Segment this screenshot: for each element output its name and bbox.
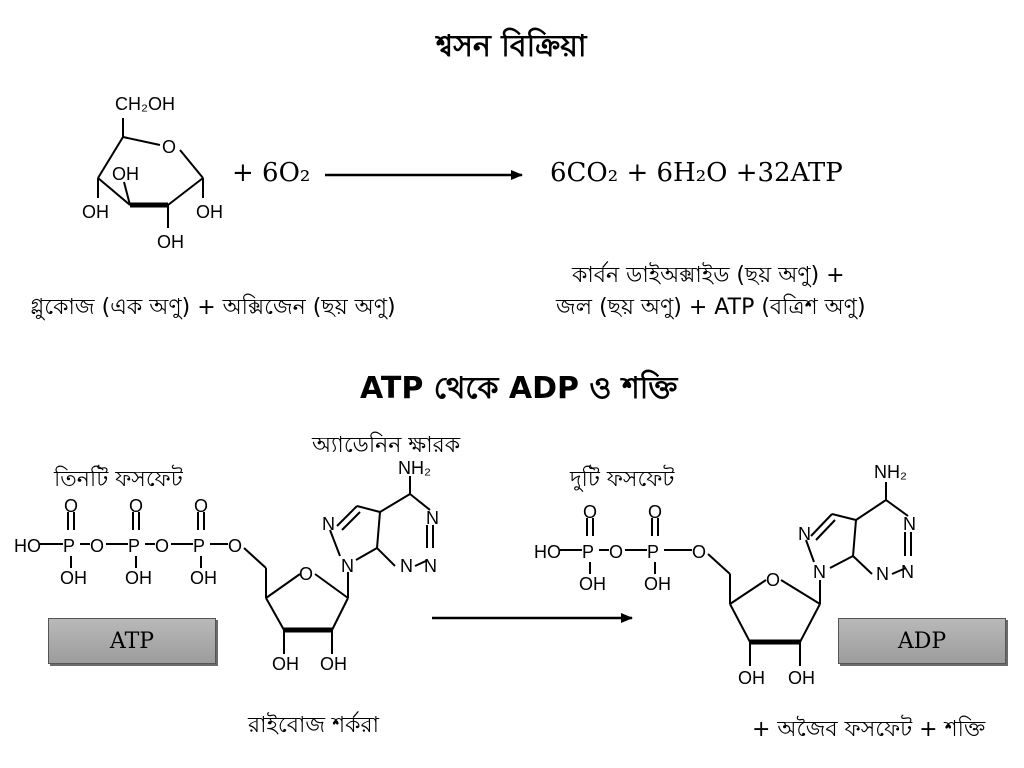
adp-phosphorus-beta: P [647,542,659,562]
adp-molecule: HO P O P O O O OH OH O OH OH N N N N N N… [534,462,916,688]
adp-double-oxygen-1: O [583,502,597,522]
adp-ester-oxygen: O [692,542,706,562]
atp-n7: N [322,514,335,534]
atp-double-oxygen-1: O [64,496,78,516]
adp-bridge-oxygen: O [609,542,623,562]
atp-ribose-oxygen: O [299,564,313,584]
ch2oh-group: CH₂OH [115,94,175,114]
adp-badge: ADP [838,618,1006,664]
atp-bridge-oxygen-1: O [90,536,104,556]
adp-ribose-oh-left: OH [738,668,765,688]
atp-double-oxygen-3: O [194,496,208,516]
atp-phosphorus-alpha: P [63,536,75,556]
atp-double-oxygen-2: O [129,496,143,516]
adp-double-oxygen-2: O [648,502,662,522]
adp-phosphorus-alpha: P [582,542,594,562]
three-phosphate-label: তিনটি ফসফেট [54,467,183,492]
glucose-ring-oxygen: O [162,137,176,157]
adp-nh2: NH₂ [874,462,907,482]
atp-n2: N [424,556,437,576]
glucose-oh-top: OH [112,164,139,184]
atp-oh-1: OH [60,568,87,588]
atp-oh-2: OH [125,568,152,588]
atp-n3: N [400,556,413,576]
respiration-title: শ্বসন বিক্রিয়া [436,29,587,64]
adp-ribose-oxygen: O [766,570,780,590]
atp-nh2: NH₂ [398,458,431,478]
product-caption-line2: জল (ছয় অণু) + ATP (বত্রিশ অণু) [556,295,866,320]
two-phosphate-label: দুটি ফসফেট [570,467,675,492]
atp-ester-oxygen: O [228,536,242,556]
product-caption-line1: কার্বন ডাইঅক্সাইড (ছয় অণু) + [572,263,845,288]
reactant-oxygen-term: + 6O₂ [232,158,311,188]
atp-n9: N [341,556,354,576]
adp-n3: N [876,564,889,584]
glucose-oh-right: OH [196,202,223,222]
atp-badge: ATP [48,618,216,664]
atp-oh-3: OH [190,568,217,588]
glucose-oh-bottom: OH [157,232,184,252]
adp-products-label: + অজৈব ফসফেট + শক্তি [752,717,986,742]
ribose-sugar-label: রাইবোজ শর্করা [248,713,379,738]
atp-section-title: ATP থেকে ADP ও শক্তি [360,371,678,406]
adp-n2: N [901,562,914,582]
atp-ribose-oh-left: OH [272,654,299,674]
atp-phosphorus-gamma: P [193,536,205,556]
adp-oh-2: OH [644,574,671,594]
adp-n9: N [813,562,826,582]
atp-molecule: HO P O P O P O O O O OH OH OH O OH OH N … [14,458,439,674]
atp-n1: N [426,508,439,528]
atp-ribose-oh-right: OH [320,654,347,674]
adp-oh-1: OH [579,574,606,594]
atp-ho-group: HO [14,536,41,556]
adp-ribose-oh-right: OH [788,668,815,688]
reactant-caption: গ্লুকোজ (এক অণু) + অক্সিজেন (ছয় অণু) [30,295,396,320]
adp-n7: N [798,524,811,544]
glucose-structure [97,118,204,228]
atp-bridge-oxygen-2: O [155,536,169,556]
atp-phosphorus-beta: P [128,536,140,556]
adp-n1: N [903,514,916,534]
glucose-oh-left: OH [82,202,109,222]
reaction-products: 6CO₂ + 6H₂O +32ATP [550,158,843,188]
adp-ho-group: HO [534,542,561,562]
adenine-base-label: অ্যাডেনিন ক্ষারক [312,433,461,458]
